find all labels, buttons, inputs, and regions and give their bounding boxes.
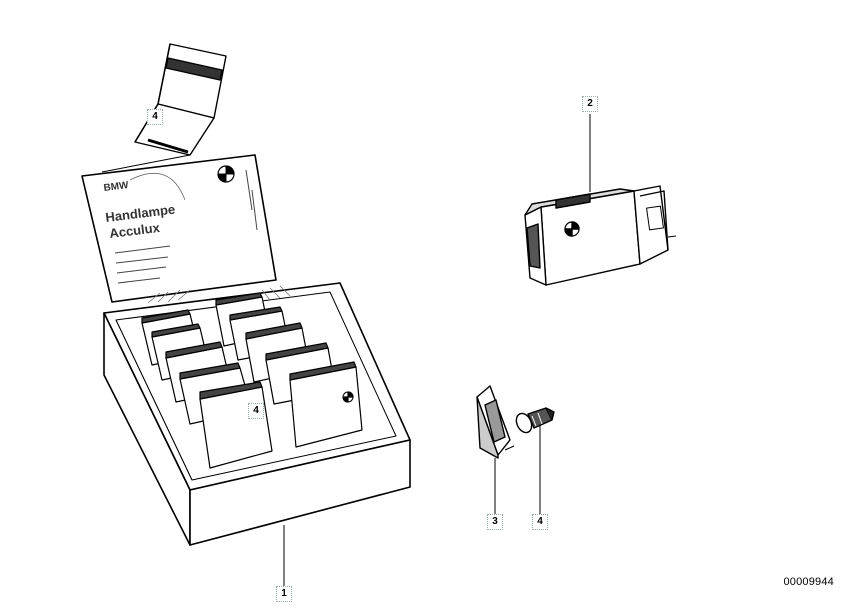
lid-title-line2: Acculux xyxy=(109,220,162,241)
callout-2: 2 xyxy=(582,96,598,112)
display-box xyxy=(81,43,411,546)
lid-text-lines xyxy=(114,169,258,284)
callout-4-bulb: 4 xyxy=(532,514,548,530)
bulb xyxy=(515,407,555,434)
bmw-logo-icon xyxy=(342,391,354,403)
callout-4-box-lamp: 4 xyxy=(248,403,264,419)
callout-1: 1 xyxy=(276,586,292,602)
lamp-units-left xyxy=(141,309,273,469)
hand-lamp xyxy=(524,185,677,286)
callout-3: 3 xyxy=(487,514,503,530)
bmw-logo-icon xyxy=(564,221,580,237)
callout-4-lid-lamp: 4 xyxy=(147,109,163,125)
bmw-logo-icon xyxy=(217,165,235,183)
lens-cover xyxy=(476,385,515,459)
lid-brand-text: BMW xyxy=(103,180,130,194)
document-number: 00009944 xyxy=(783,576,834,588)
lamp-unit-on-lid xyxy=(101,43,227,173)
lamp-units-right xyxy=(215,292,363,448)
